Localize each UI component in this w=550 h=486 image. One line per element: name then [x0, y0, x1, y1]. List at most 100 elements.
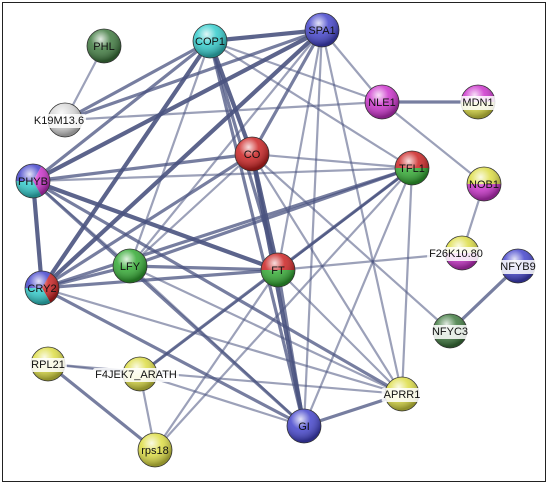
- node-label: rps18: [141, 445, 169, 457]
- node-CO[interactable]: CO: [234, 136, 270, 172]
- node-gloss: [192, 23, 228, 59]
- edge-FT-rps18: [153, 268, 280, 452]
- edge-PHYB-TFL1: [31, 166, 414, 183]
- edge-PHYB-APRR1: [31, 179, 404, 396]
- node-rps18[interactable]: rps18: [137, 432, 173, 468]
- edge-CO-PHYB: [31, 152, 254, 183]
- node-label: F4JEK7_ARATH: [95, 369, 177, 381]
- edge-COP1-LFY: [128, 39, 212, 268]
- edge-LFY-FT: [128, 264, 280, 272]
- edge-CRY2-GI: [40, 286, 306, 428]
- node-NOB1[interactable]: NOB1: [465, 165, 503, 203]
- node-label: GI: [298, 421, 310, 433]
- edge-K19M13.6-NLE1: [63, 100, 384, 122]
- node-label: F26K10.80: [429, 248, 483, 260]
- node-label: NFYC3: [432, 326, 468, 338]
- edge-layer: [30, 27, 520, 452]
- edge-PHYB-LFY: [31, 179, 132, 268]
- edge-FT-GI: [276, 268, 306, 428]
- node-MDN1[interactable]: MDN1: [459, 83, 497, 121]
- label-halo: [93, 368, 179, 382]
- node-K19M13.6[interactable]: K19M13.6: [31, 102, 87, 138]
- node-label: APRR1: [384, 389, 421, 401]
- node-label: PHL: [93, 41, 114, 53]
- node-label: MDN1: [462, 97, 493, 109]
- node-gloss: [137, 432, 173, 468]
- node-SPA1[interactable]: SPA1: [304, 12, 340, 48]
- node-gloss: [466, 166, 502, 202]
- edge-K19M13.6-SPA1: [63, 28, 324, 122]
- node-COP1[interactable]: COP1: [192, 23, 228, 59]
- edge-CO-APRR1: [250, 152, 404, 396]
- node-NFYC3[interactable]: NFYC3: [429, 313, 471, 349]
- label-halo: [29, 358, 67, 372]
- edge-FT-APRR1: [276, 268, 404, 396]
- edge-LFY-APRR1: [128, 264, 404, 396]
- node-gloss: [304, 12, 340, 48]
- node-F26K10.80[interactable]: F26K10.80: [427, 234, 485, 272]
- edge-RPL21-rps18: [46, 362, 157, 452]
- node-label: CO: [244, 149, 261, 161]
- node-gloss: [364, 84, 400, 120]
- edge-K19M13.6-COP1: [63, 39, 212, 122]
- edge-SPA1-CO: [250, 28, 324, 156]
- edge-GI-F4JEK7_ARATH: [138, 372, 306, 428]
- label-halo: [429, 325, 471, 339]
- label-halo: [460, 96, 496, 110]
- edge-COP1-GI: [208, 39, 306, 428]
- edge-CO-NFYC3: [250, 152, 452, 333]
- edge-SPA1-GI: [302, 28, 324, 428]
- edge-SPA1-CRY2: [39, 27, 325, 291]
- node-gloss: [286, 408, 322, 444]
- edge-CRY2-APRR1: [40, 286, 404, 396]
- edge-COP1-NLE1: [208, 39, 384, 104]
- edge-PHYB-FT: [30, 178, 281, 273]
- node-gloss: [394, 150, 430, 186]
- node-label: NOB1: [469, 179, 499, 191]
- node-label: NFYB9: [500, 261, 535, 273]
- edge-TFL1-CRY2: [40, 166, 414, 290]
- edge-COP1-CRY2: [39, 38, 213, 291]
- edge-SPA1-LFY: [128, 28, 324, 268]
- node-label: K19M13.6: [34, 115, 84, 127]
- node-gloss: [86, 28, 122, 64]
- label-halo: [498, 260, 538, 274]
- edge-TFL1-APRR1: [400, 166, 414, 396]
- node-label: COP1: [195, 36, 225, 48]
- node-label: RPL21: [31, 359, 65, 371]
- edge-SPA1-FT: [276, 28, 324, 272]
- node-gloss: [112, 248, 148, 284]
- node-PHL[interactable]: PHL: [86, 28, 122, 64]
- label-halo: [31, 114, 87, 128]
- edge-FT-TFL1: [276, 166, 414, 272]
- edge-COP1-PHYB: [31, 39, 212, 183]
- label-halo: [427, 247, 485, 261]
- node-TFL1[interactable]: TFL1: [393, 149, 431, 187]
- edge-SPA1-PHYB: [30, 27, 325, 184]
- node-FT[interactable]: FT: [259, 251, 297, 289]
- node-GI[interactable]: GI: [286, 408, 322, 444]
- node-gloss: [234, 136, 270, 172]
- node-label: TFL1: [399, 163, 425, 175]
- edge-LFY-GI: [128, 264, 306, 428]
- edge-COP1-SPA1: [207, 27, 325, 44]
- node-F4JEK7_ARATH[interactable]: F4JEK7_ARATH: [93, 356, 179, 392]
- node-NLE1[interactable]: NLE1: [364, 84, 400, 120]
- node-label: NLE1: [368, 97, 396, 109]
- node-RPL21[interactable]: RPL21: [29, 346, 67, 382]
- node-APRR1[interactable]: APRR1: [381, 376, 423, 412]
- edge-SPA1-APRR1: [320, 28, 404, 396]
- edge-CO-TFL1: [250, 152, 414, 170]
- edge-COP1-TFL1: [208, 39, 414, 170]
- node-label: LFY: [120, 261, 141, 273]
- node-LFY[interactable]: LFY: [112, 248, 148, 284]
- edge-TFL1-GI: [302, 166, 414, 428]
- edge-PHYB-CRY2: [30, 178, 45, 291]
- node-NFYB9[interactable]: NFYB9: [498, 248, 538, 284]
- edge-FT-CRY2: [40, 268, 280, 290]
- edge-NLE1-NOB1: [380, 100, 486, 186]
- node-label: FT: [271, 265, 285, 277]
- node-gloss: [260, 252, 296, 288]
- node-label: CRY2: [27, 283, 56, 295]
